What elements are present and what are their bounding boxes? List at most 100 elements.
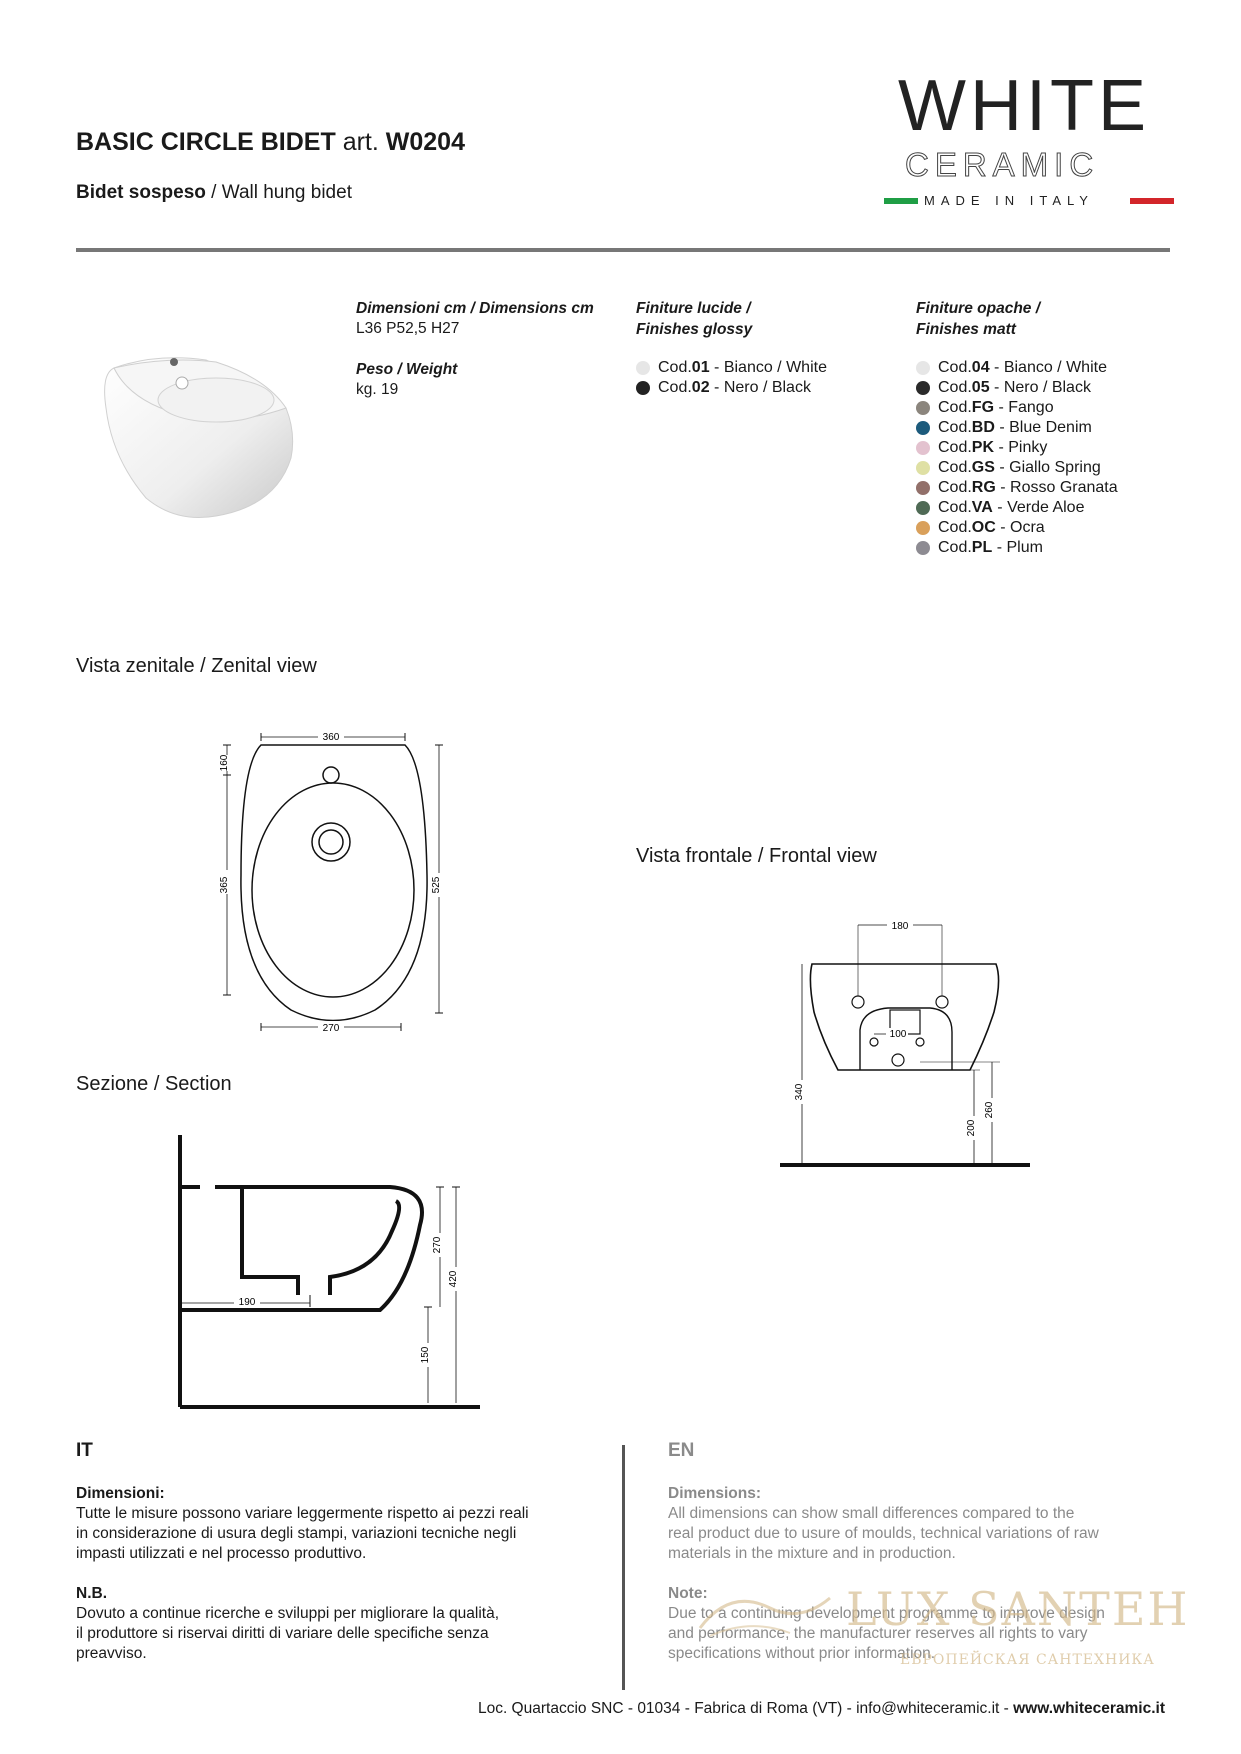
notes-it-nb-title: N.B. (76, 1585, 107, 1602)
finish-item: Cod. 05 - Nero / Black (916, 378, 1176, 398)
specs-column: Dimensioni cm / Dimensions cm L36 P52,5 … (356, 298, 596, 400)
finish-prefix: Cod. (938, 479, 972, 496)
logo-ceramic: CERAMIC (904, 146, 1100, 183)
dimensions-value: L36 P52,5 H27 (356, 320, 460, 337)
color-swatch-icon (916, 401, 930, 415)
notes-en-dim-line-3: materials in the mixture and in producti… (668, 1545, 956, 1562)
finish-code: 05 (971, 379, 990, 396)
notes-it-dim-title: Dimensioni: (76, 1485, 165, 1502)
color-swatch-icon (916, 501, 930, 515)
product-photo (104, 357, 294, 519)
flag-red-bar (1130, 198, 1174, 204)
notes-en-lang: EN (668, 1440, 695, 1461)
watermark-brand: LUX SANTEH (846, 1582, 1190, 1636)
color-swatch-icon (636, 361, 650, 375)
color-swatch-icon (636, 381, 650, 395)
footer-website-link[interactable]: www.whiteceramic.it (1013, 1700, 1165, 1717)
notes-en-dim-line-2: real product due to usure of moulds, tec… (668, 1525, 1099, 1542)
finish-code: 04 (971, 359, 990, 376)
color-swatch-icon (916, 361, 930, 375)
notes-en-nb-line-3: specifications without prior information… (668, 1645, 936, 1662)
finish-name: - Verde Aloe (992, 499, 1085, 516)
dim-height-floor: 200 (966, 1119, 977, 1136)
dim-height-outlet: 260 (984, 1101, 995, 1118)
matt-heading-1: Finiture opache / (916, 300, 1041, 317)
finish-item: Cod. BD - Blue Denim (916, 418, 1176, 438)
finish-name: - Blue Denim (994, 419, 1092, 436)
title-code: W0204 (385, 128, 465, 156)
finish-code: RG (971, 479, 996, 496)
dim-bowl-depth: 270 (432, 1236, 443, 1253)
finish-item: Cod. RG - Rosso Granata (916, 478, 1176, 498)
notes-en-nb-line-2: and performance, the manufacturer reserv… (668, 1625, 1088, 1642)
finish-item: Cod. 04 - Bianco / White (916, 358, 1176, 378)
finishes-matt: Finiture opache / Finishes matt Cod. 04 … (916, 298, 1176, 558)
finish-prefix: Cod. (938, 439, 972, 456)
finish-name: - Pinky (994, 439, 1048, 456)
watermark-tagline: ЕВРОПЕЙСКАЯ САНТЕХНИКА (900, 1652, 1155, 1668)
finish-prefix: Cod. (658, 379, 692, 396)
finish-name: - Rosso Granata (995, 479, 1118, 496)
glossy-heading-2: Finishes glossy (636, 321, 753, 338)
page-footer: Loc. Quartaccio SNC - 01034 - Fabrica di… (478, 1700, 1165, 1718)
finish-code: VA (971, 499, 993, 516)
notes-it-dim-line-3: impasti utilizzati e nel processo produt… (76, 1545, 367, 1562)
dim-bowl-length: 365 (219, 876, 230, 893)
notes-en-nb-line-1: Due to a continuing development programm… (668, 1605, 1105, 1622)
logo-tagline: MADE IN ITALY (924, 193, 1094, 208)
finish-item: Cod. OC - Ocra (916, 518, 1176, 538)
finish-prefix: Cod. (938, 399, 972, 416)
finish-item: Cod. VA - Verde Aloe (916, 498, 1176, 518)
notes-it-lang: IT (76, 1440, 93, 1461)
frontal-view-title: Vista frontale / Frontal view (636, 845, 877, 867)
finish-item: Cod. 02 - Nero / Black (636, 378, 876, 398)
finish-code: GS (971, 459, 995, 476)
header-divider (76, 248, 1170, 252)
finish-code: PK (971, 439, 995, 456)
notes-it-nb-line-3: preavviso. (76, 1645, 147, 1662)
finish-name: - Bianco / White (989, 359, 1107, 376)
color-swatch-icon (916, 421, 930, 435)
finish-prefix: Cod. (938, 519, 972, 536)
notes-it: IT Dimensioni: Tutte le misure possono v… (76, 1440, 596, 1664)
weight-label: Peso / Weight (356, 361, 458, 378)
title-art: art. (342, 128, 379, 156)
section-view-title: Sezione / Section (76, 1073, 232, 1095)
finish-prefix: Cod. (938, 419, 972, 436)
footer-address: Loc. Quartaccio SNC - 01034 - Fabrica di… (477, 1700, 1014, 1717)
section-drawing: 270 420 150 190 (178, 1135, 480, 1409)
notes-divider (622, 1445, 625, 1690)
glossy-heading-1: Finiture lucide / (636, 300, 751, 317)
finish-name: - Bianco / White (709, 359, 827, 376)
finish-prefix: Cod. (938, 459, 972, 476)
color-swatch-icon (916, 541, 930, 555)
color-swatch-icon (916, 441, 930, 455)
finish-item: Cod. PL - Plum (916, 538, 1176, 558)
logo-white: WHITE (898, 66, 1150, 146)
notes-en-dim-title: Dimensions: (668, 1485, 762, 1502)
notes-it-nb-line-1: Dovuto a continue ricerche e sviluppi pe… (76, 1605, 500, 1622)
color-swatch-icon (916, 381, 930, 395)
finish-name: - Giallo Spring (994, 459, 1101, 476)
matt-heading-2: Finishes matt (916, 321, 1016, 338)
finish-item: Cod. 01 - Bianco / White (636, 358, 876, 378)
flag-green-bar (884, 198, 918, 204)
notes-en-dim-line-1: All dimensions can show small difference… (668, 1505, 1075, 1522)
finish-prefix: Cod. (938, 499, 972, 516)
notes-it-nb-line-2: il produttore si riservai diritti di var… (76, 1625, 489, 1642)
dim-bottom-width: 270 (323, 1023, 340, 1034)
subtitle-it: Bidet sospeso (76, 182, 206, 203)
color-swatch-icon (916, 461, 930, 475)
dim-drain-offset: 190 (239, 1297, 256, 1308)
page-title: BASIC CIRCLE BIDET art. W0204 (76, 128, 465, 157)
zenital-view-title: Vista zenitale / Zenital view (76, 655, 317, 677)
finish-name: - Nero / Black (989, 379, 1091, 396)
dim-outlet-distance: 100 (890, 1029, 907, 1040)
finish-item: Cod. FG - Fango (916, 398, 1176, 418)
notes-it-dim-line-1: Tutte le misure possono variare leggerme… (76, 1505, 529, 1522)
watermark-swan-icon (698, 1596, 831, 1637)
finish-name: - Fango (994, 399, 1054, 416)
title-product: BASIC CIRCLE BIDET (76, 128, 336, 156)
